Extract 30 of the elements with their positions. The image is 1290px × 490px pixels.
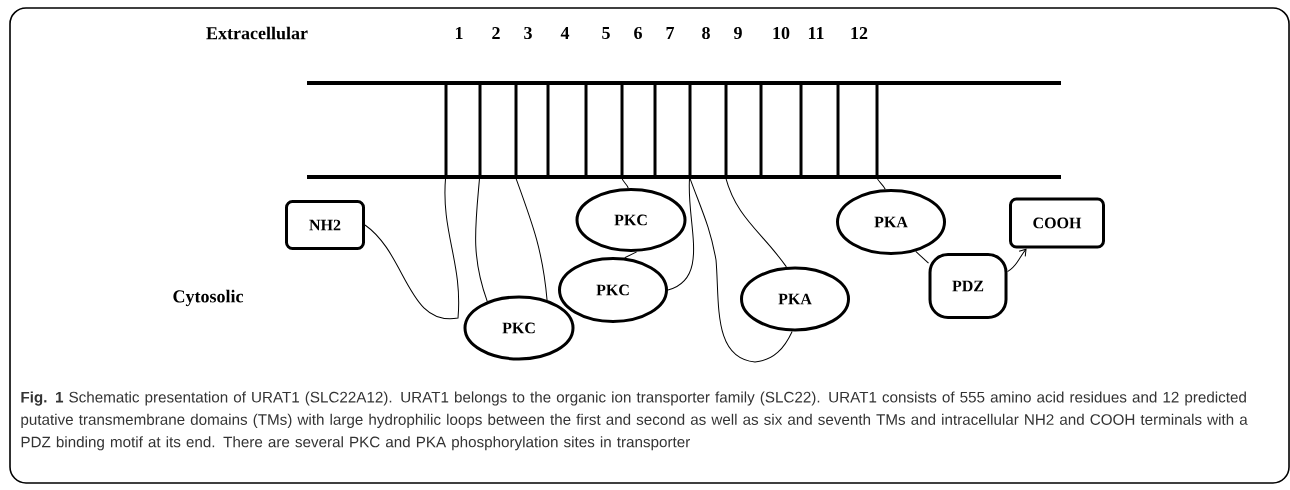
- connector-line: [876, 176, 886, 190]
- motif-box: PDZ: [928, 253, 1008, 319]
- connector-line: [689, 176, 793, 363]
- connector-line: [624, 251, 638, 259]
- terminal-box: COOH: [1009, 197, 1105, 249]
- domain-number: 5: [602, 27, 610, 39]
- domain-number: 4: [560, 27, 570, 39]
- connector-line: [667, 176, 695, 291]
- domain-number: 6: [634, 26, 642, 40]
- domain-number: 1: [455, 27, 463, 39]
- domain-number: 2: [492, 27, 500, 39]
- domain-number: 8: [702, 26, 710, 40]
- connector-line: [725, 176, 787, 268]
- domain-number: 3: [524, 26, 532, 40]
- terminal-box: NH2: [285, 200, 365, 250]
- region-label: Extracellular: [206, 26, 308, 40]
- connector-line: [621, 176, 629, 189]
- region-label: Cytosolic: [173, 289, 244, 307]
- connector-line: [1007, 248, 1027, 273]
- domain-number: 9: [734, 26, 742, 40]
- connector-line: [364, 176, 460, 320]
- connector-line: [515, 176, 548, 301]
- connector-line: [475, 176, 488, 302]
- domain-number: 7: [666, 27, 675, 39]
- domain-number: 12: [851, 27, 868, 39]
- connector-line: [915, 250, 929, 264]
- domain-number: 11: [808, 27, 824, 39]
- membrane-drawing: [307, 81, 1061, 179]
- domain-number: 10: [773, 26, 790, 40]
- caption: Fig. 1 Schematic presentation of URAT1 (SLC22A12). URAT1 belongs to the organic ion transporter family (SLC22). URAT1 consists of 555 amino acid residues and 12 predicted putative transmembrane domains (TMs) with large hydrophilic loops between the first and second as well as six and seventh TMs and intracellular NH2 and COOH terminals with a PDZ binding motif at its end. There are several PKC and PKA phosphorylation sites in transporter: [21, 391, 1248, 451]
